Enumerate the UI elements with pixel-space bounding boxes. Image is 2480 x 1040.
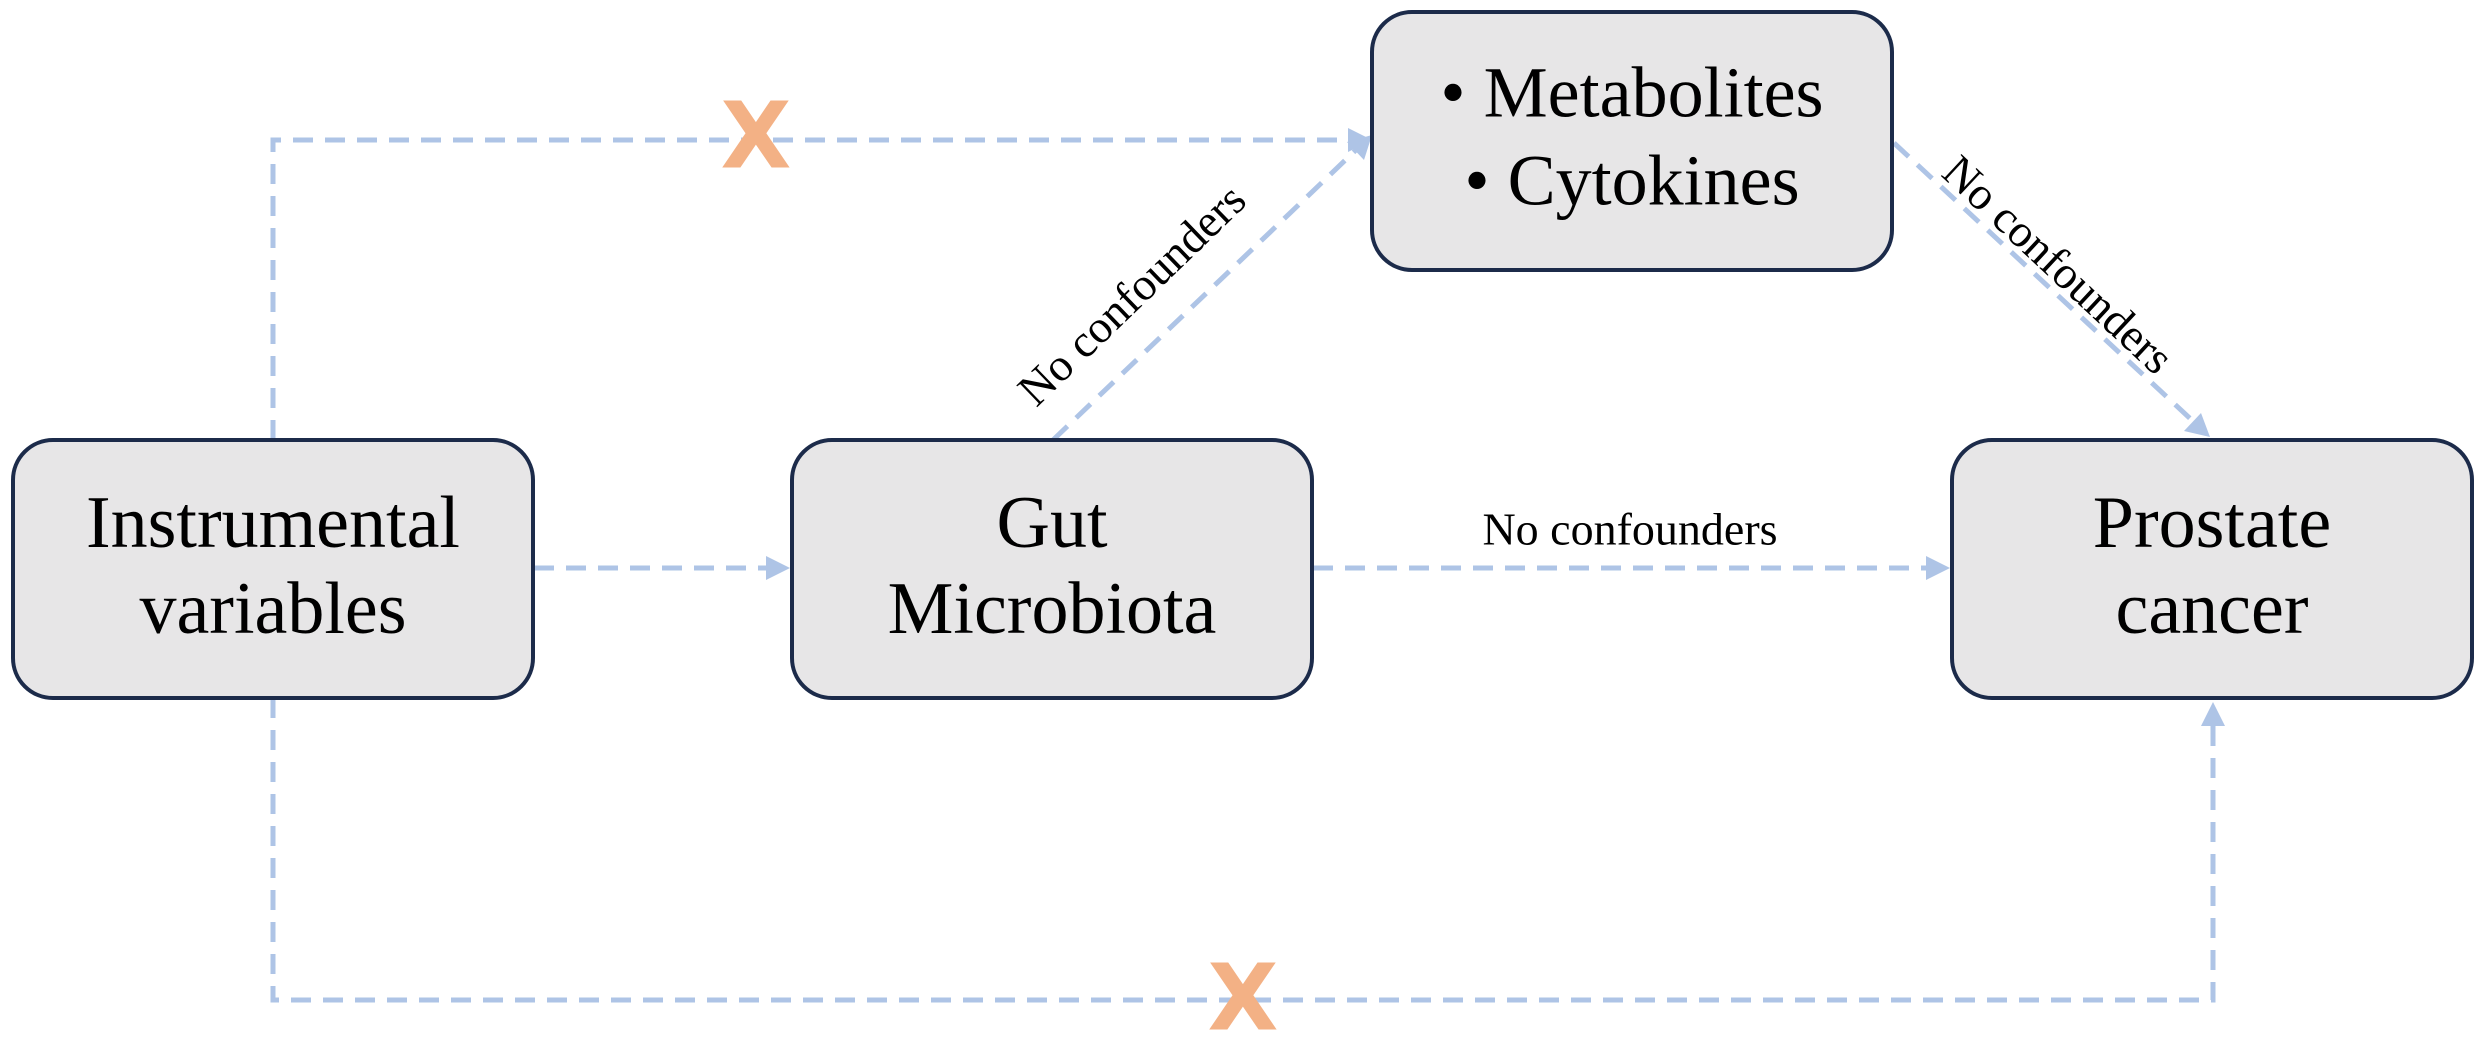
blocked-marker-bottom: X bbox=[1208, 944, 1279, 1040]
node-instrumental-variables-line1: Instrumental bbox=[86, 482, 460, 564]
node-mediators-item-cytokines: • Cytokines bbox=[1464, 141, 1799, 221]
node-gut-microbiota-line2: Microbiota bbox=[888, 568, 1217, 650]
edge-iv-to-prostate-blocked bbox=[270, 698, 2225, 1003]
node-instrumental-variables: Instrumental variables bbox=[11, 438, 535, 700]
node-gut-microbiota: Gut Microbiota bbox=[790, 438, 1314, 700]
mediators-to-prostate-label: No confounders bbox=[1933, 145, 2184, 384]
node-mediators-item-metabolites: • Metabolites bbox=[1440, 53, 1823, 133]
edge-iv-to-mediators-blocked bbox=[270, 128, 1372, 440]
blocked-marker-top: X bbox=[721, 82, 792, 189]
gut-to-prostate-label: No confounders bbox=[1482, 504, 1777, 555]
gut-to-mediators-label: No confounders bbox=[1008, 174, 1256, 416]
node-gut-microbiota-line1: Gut bbox=[997, 482, 1108, 564]
node-prostate-cancer-line2: cancer bbox=[2115, 568, 2308, 650]
node-instrumental-variables-line2: variables bbox=[139, 568, 406, 650]
node-mediators: • Metabolites • Cytokines bbox=[1370, 10, 1894, 272]
edge-mediators-to-prostate bbox=[1892, 141, 2210, 437]
node-prostate-cancer: Prostate cancer bbox=[1950, 438, 2474, 700]
edge-iv-to-gut bbox=[534, 556, 790, 580]
edge-gut-to-prostate bbox=[1313, 556, 1950, 580]
node-prostate-cancer-line1: Prostate bbox=[2093, 482, 2331, 564]
